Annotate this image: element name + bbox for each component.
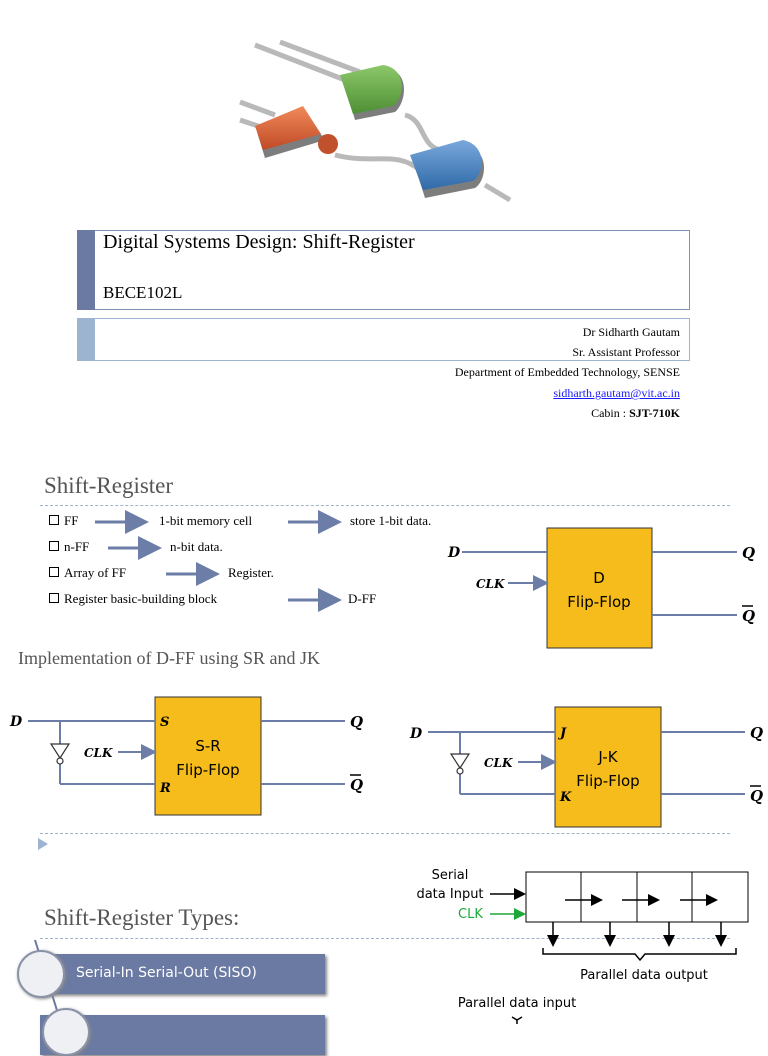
jk-qbar-label: Q xyxy=(750,787,763,805)
bullet-1: FF xyxy=(49,513,78,529)
brace-icon xyxy=(542,948,737,962)
clk-label: CLK xyxy=(476,577,505,591)
sr-label-1: S-R xyxy=(195,737,220,755)
bullet-4-b: D-FF xyxy=(348,591,377,606)
sr-qbar-label: Q xyxy=(350,776,363,794)
author-cabin: Cabin : SJT-710K xyxy=(591,406,680,421)
play-triangle-icon xyxy=(38,838,48,850)
cabin-label: Cabin : xyxy=(591,406,630,420)
cabin-value: SJT-710K xyxy=(629,406,680,420)
sr-flip-flop-diagram: D CLK S R Q Q S-R Flip-Flop xyxy=(9,696,363,816)
inverter-icon xyxy=(449,753,471,770)
jk-flip-flop-diagram: D CLK J K Q Q J-K Flip-Flop xyxy=(409,706,763,828)
jk-ff-block xyxy=(554,706,662,828)
divider xyxy=(40,938,730,939)
sr-label-2: Flip-Flop xyxy=(176,761,239,779)
jk-clk-label: CLK xyxy=(484,756,513,770)
author-email[interactable]: sidharth.gautam@vit.ac.in xyxy=(553,386,680,400)
bullet-2-b: n-bit data. xyxy=(170,539,223,554)
d-flip-flop-diagram: D CLK Q Q D Flip-Flop xyxy=(447,527,755,649)
author-email-link[interactable]: sidharth.gautam@vit.ac.in xyxy=(553,386,680,401)
checkbox-icon xyxy=(49,515,59,525)
sr-d-label: D xyxy=(9,714,23,730)
types-title: Shift-Register Types: xyxy=(44,905,240,930)
author-accent-bar xyxy=(77,318,95,361)
slide-title: Digital Systems Design: Shift-Register xyxy=(103,231,415,253)
jk-q-label: Q xyxy=(750,724,763,742)
jk-label-1: J-K xyxy=(597,748,618,766)
course-code: BECE102L xyxy=(103,283,183,302)
d-ff-label-2: Flip-Flop xyxy=(567,593,630,611)
serial-label-2: data Input xyxy=(416,887,483,902)
bullet-3-b: Register. xyxy=(228,565,274,580)
serial-label-1: Serial xyxy=(432,868,469,883)
author-position: Sr. Assistant Professor xyxy=(572,345,680,359)
parallel-output-label: Parallel data output xyxy=(580,968,708,983)
type-siso: Serial-In Serial-Out (SISO) xyxy=(40,954,325,994)
checkbox-icon xyxy=(49,593,59,603)
qbar-label: Q xyxy=(742,607,755,625)
sr-ff-block xyxy=(154,696,262,816)
divider xyxy=(40,505,730,506)
jk-label-2: Flip-Flop xyxy=(576,772,639,790)
parallel-input-label: Parallel data input xyxy=(458,996,576,1011)
sr-clk-label: CLK xyxy=(84,746,113,760)
r-label: R xyxy=(159,781,171,796)
d-ff-block xyxy=(546,527,653,649)
s-label: S xyxy=(160,715,169,730)
implementation-subtitle: Implementation of D-FF using SR and JK xyxy=(18,648,320,668)
sr-clk-green: CLK xyxy=(458,907,483,922)
bullet-2: n-FF xyxy=(49,539,89,555)
shift-register-title: Shift-Register xyxy=(44,473,174,498)
title-illustration xyxy=(239,40,512,203)
bullet-1-c: store 1-bit data. xyxy=(350,513,432,528)
j-label: J xyxy=(557,726,567,741)
title-accent-bar xyxy=(77,230,95,310)
bullet-1-b: 1-bit memory cell xyxy=(159,513,253,528)
k-label: K xyxy=(559,790,572,805)
bullet-arrows xyxy=(95,510,342,612)
checkbox-icon xyxy=(49,567,59,577)
d-ff-label-1: D xyxy=(593,569,605,587)
q-label: Q xyxy=(742,544,755,562)
checkbox-icon xyxy=(49,541,59,551)
inverter-icon xyxy=(49,743,71,760)
divider xyxy=(40,833,730,834)
type-marker-circle xyxy=(42,1008,90,1056)
bullet-4: Register basic-building block xyxy=(49,591,217,607)
sr-q-label: Q xyxy=(350,713,363,731)
type-marker-circle xyxy=(17,950,65,998)
shift-register-diagram: Serial data Input CLK Parallel data outp… xyxy=(416,868,749,1024)
jk-d-label: D xyxy=(409,726,423,742)
bullet-3: Array of FF xyxy=(49,565,126,581)
author-department: Department of Embedded Technology, SENSE xyxy=(454,365,680,379)
author-name: Dr Sidharth Gautam xyxy=(582,325,680,339)
d-input-label: D xyxy=(447,545,461,561)
